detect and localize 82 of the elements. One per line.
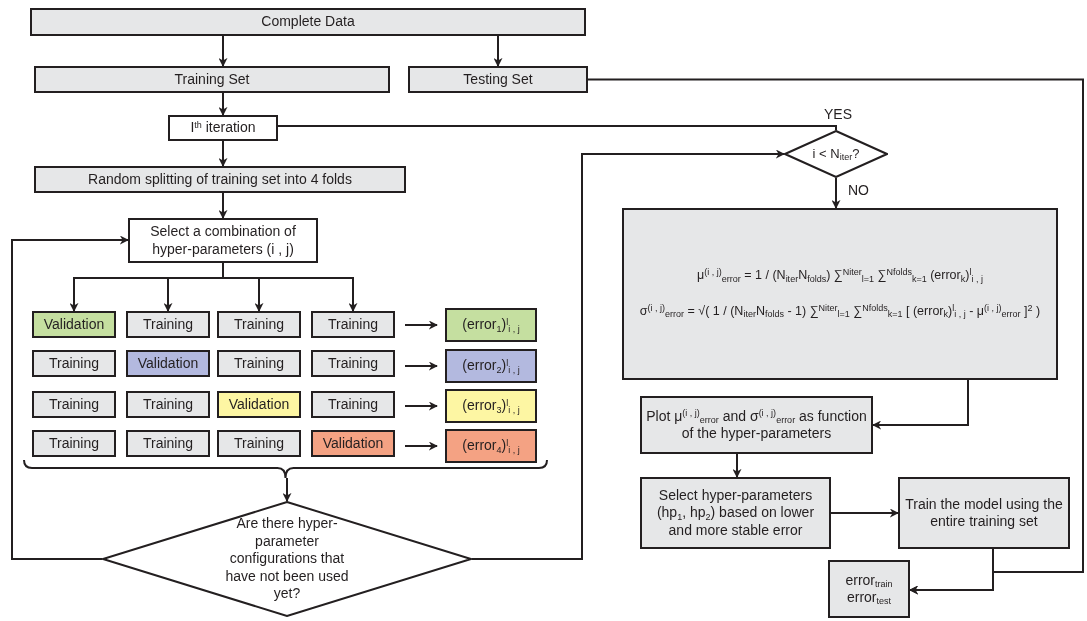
process-box — [217, 391, 301, 418]
decision-diamond — [102, 501, 472, 617]
process-box — [32, 311, 116, 338]
node-label: Training — [232, 434, 286, 453]
node-label: Validation — [321, 434, 385, 453]
node-label: Training — [47, 395, 101, 414]
arrow — [404, 441, 438, 451]
process-box — [311, 350, 395, 377]
process-box — [445, 389, 537, 423]
node-label: Select a combination of hyper-parameters (i , j) — [149, 223, 297, 258]
process-box — [128, 218, 318, 263]
process-box — [34, 166, 406, 193]
arrow — [218, 140, 228, 167]
process-box — [168, 115, 278, 141]
node-label: Training — [326, 354, 380, 373]
node-label: I$^{th}$ iteration — [189, 119, 257, 137]
process-box — [30, 8, 586, 36]
node-label: Training — [141, 315, 195, 334]
node-label: Testing Set — [462, 70, 534, 89]
node-label: Select hyper-parameters (hp$_{1}$, hp$_{2}$) based on lower and more stable error — [655, 486, 816, 540]
arrow — [471, 149, 785, 560]
process-box — [126, 391, 210, 418]
node-label: Training Set — [173, 70, 251, 89]
formula: σ$^{(i , j)}$$_{error}$ = √( 1 / (N$_{iter}$N$_{folds}$ - 1) ∑$^{Niter}$$_{l=1}$ ∑$^{Nfolds}$$_{k=1}$ [ (error$_{k}$)$^{l}$$_{i , j}$ - μ$^{(i , j)}$$_{error}$ ]$^{2}$ ) — [639, 304, 1041, 320]
node-label: i < N$_{iter}$? — [811, 145, 861, 163]
process-box — [217, 311, 301, 338]
node-label: Training — [47, 354, 101, 373]
process-box — [34, 66, 390, 93]
process-box — [445, 429, 537, 463]
arrow — [404, 401, 438, 411]
arrow — [11, 235, 129, 560]
arrow — [218, 92, 228, 116]
decision-diamond — [784, 130, 888, 178]
node-label: Complete Data — [260, 13, 356, 31]
node-label: Training — [232, 354, 286, 373]
arrow — [587, 78, 1084, 595]
node-label: error$_{test}$ — [845, 589, 893, 607]
node-label: Random splitting of training set into 4 folds — [87, 170, 353, 189]
node-label: Validation — [42, 315, 106, 334]
process-box — [311, 311, 395, 338]
arrow — [404, 320, 438, 330]
node-label: Train the model using the entire training set — [904, 495, 1064, 531]
process-box — [445, 349, 537, 383]
node-label: Training — [326, 395, 380, 414]
node-label: Training — [47, 434, 101, 453]
process-box — [32, 391, 116, 418]
process-box — [408, 66, 588, 93]
arrow — [222, 262, 358, 312]
node-label: Training — [141, 395, 195, 414]
node-label: Plot μ$^{(i , j)}$$_{error}$ and σ$^{(i , j)}$$_{error}$ as function of the hyper-parameters — [645, 407, 868, 443]
process-box — [217, 350, 301, 377]
arrow — [282, 477, 292, 502]
process-box — [311, 391, 395, 418]
process-box — [32, 430, 116, 457]
node-label: Training — [232, 315, 286, 334]
arrow — [218, 35, 228, 67]
process-box — [640, 396, 873, 454]
process-box — [126, 350, 210, 377]
process-box — [445, 308, 537, 342]
arrow — [830, 508, 899, 518]
process-box — [32, 350, 116, 377]
arrow — [404, 361, 438, 371]
process-box — [126, 311, 210, 338]
node-label: error$_{train}$ — [844, 571, 894, 589]
process-box — [898, 477, 1070, 549]
node-label: Validation — [227, 395, 291, 414]
node-label: Are there hyper-parameter configurations that have not been used yet? — [224, 515, 350, 603]
process-box — [640, 477, 831, 549]
arrow — [831, 177, 841, 209]
arrow — [872, 379, 969, 430]
node-label: Training — [141, 434, 195, 453]
process-box — [311, 430, 395, 457]
process-box — [828, 560, 910, 618]
node-label: Validation — [136, 354, 200, 373]
node-label: Training — [326, 315, 380, 334]
arrow — [218, 192, 228, 219]
curly-brace — [23, 459, 548, 478]
process-box — [217, 430, 301, 457]
arrow — [493, 35, 503, 67]
process-box — [126, 430, 210, 457]
arrow — [732, 453, 742, 478]
process-box — [622, 208, 1058, 380]
